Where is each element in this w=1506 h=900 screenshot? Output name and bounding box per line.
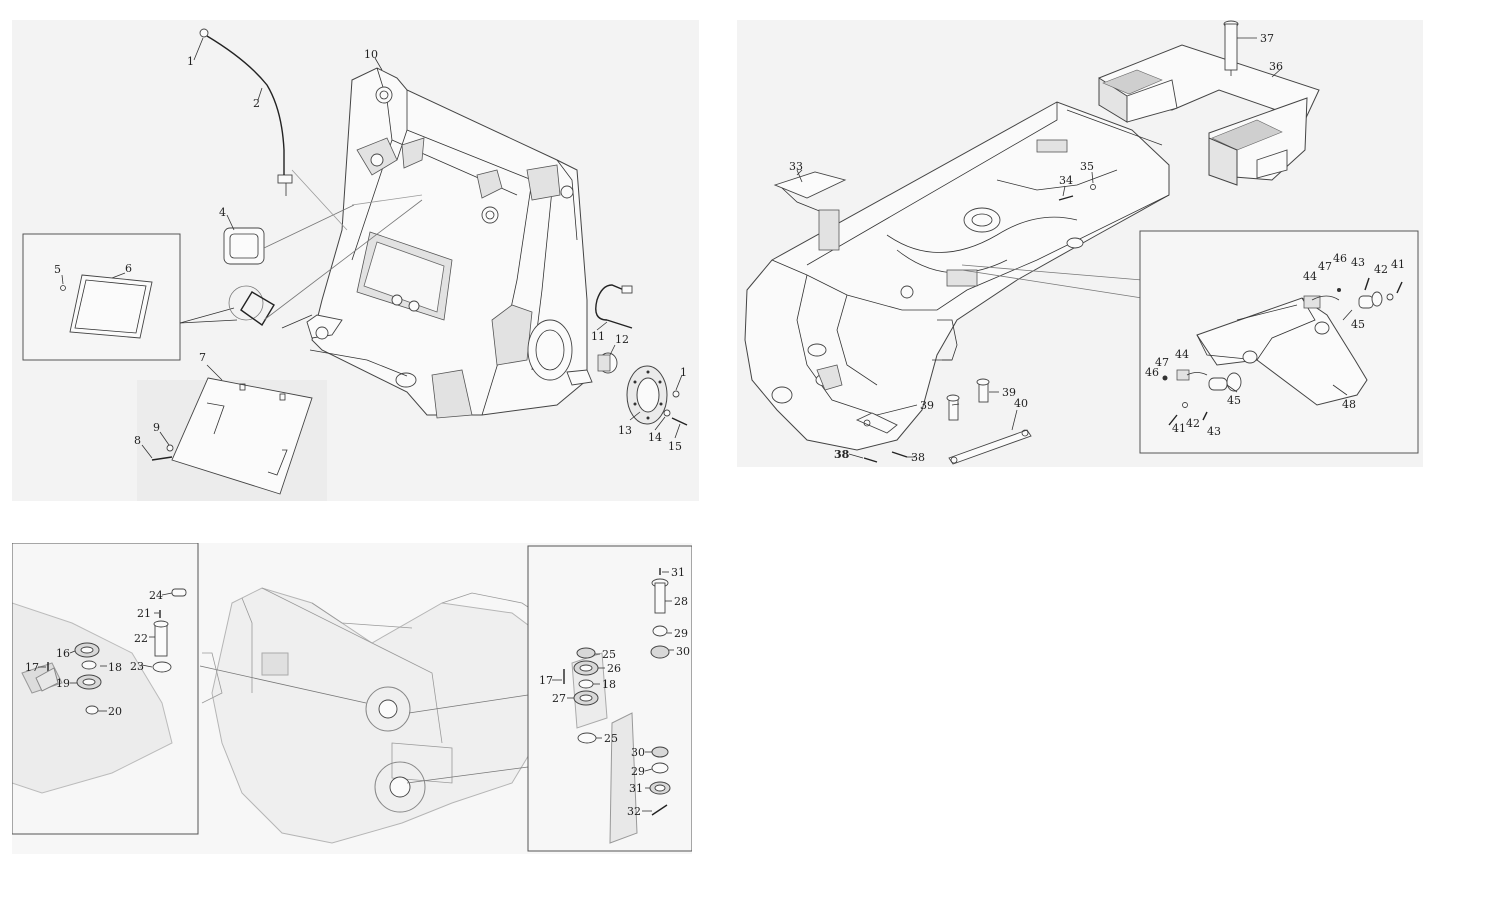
callout-labels: 37 36 33 35 34 46 47 43 42 41 44 45 47 4… bbox=[789, 32, 1405, 464]
callout-label: 44 bbox=[1175, 348, 1189, 361]
callout-label: 14 bbox=[648, 431, 662, 444]
callout-label: 24 bbox=[149, 589, 163, 602]
callout-label: 44 bbox=[1303, 270, 1317, 283]
callout-label: 35 bbox=[1080, 160, 1094, 173]
callout-label: 13 bbox=[618, 424, 632, 437]
front-frame-diagram: 1 2 10 4 5 6 7 9 8 11 12 1 13 14 15 bbox=[22, 28, 688, 501]
callout-leaders bbox=[38, 571, 674, 812]
callout-label: 28 bbox=[674, 595, 688, 608]
hydraulic-hose bbox=[595, 284, 633, 329]
callout-label: 29 bbox=[674, 627, 688, 640]
callout-label: 21 bbox=[137, 607, 151, 620]
bolt-washer-set bbox=[663, 390, 688, 426]
callout-label: 22 bbox=[134, 632, 148, 645]
callout-leaders bbox=[796, 37, 1353, 459]
counterweight bbox=[1098, 44, 1320, 186]
callout-label: 33 bbox=[789, 160, 803, 173]
callout-label: 19 bbox=[56, 677, 70, 690]
left-pin-stack bbox=[35, 588, 187, 715]
callout-label: 34 bbox=[1059, 174, 1073, 187]
callout-label: 17 bbox=[25, 661, 39, 674]
callout-label: 39 bbox=[1002, 386, 1016, 399]
callout-label: 15 bbox=[668, 440, 682, 453]
pins bbox=[946, 378, 990, 421]
callout-label: 42 bbox=[1186, 417, 1200, 430]
callout-label: 40 bbox=[1014, 397, 1028, 410]
callout-label: 11 bbox=[591, 330, 605, 343]
callout-labels: 1 2 10 4 5 6 7 9 8 11 12 1 13 14 15 bbox=[54, 48, 687, 453]
rear-frame-panel: 37 36 33 35 34 46 47 43 42 41 44 45 47 4… bbox=[737, 20, 1423, 467]
callout-label: 38 bbox=[834, 448, 850, 461]
bolt bbox=[1058, 184, 1096, 201]
callout-label: 7 bbox=[199, 351, 206, 364]
rear-frame-diagram: 37 36 33 35 34 46 47 43 42 41 44 45 47 4… bbox=[744, 20, 1419, 465]
rubber-grommet bbox=[223, 227, 265, 265]
mounting-bracket bbox=[773, 169, 847, 251]
callout-label: 48 bbox=[1342, 398, 1356, 411]
flange-ring bbox=[626, 365, 668, 425]
callout-label: 46 bbox=[1333, 252, 1347, 265]
callout-label: 20 bbox=[108, 705, 122, 718]
right-pin-stack bbox=[563, 568, 671, 844]
callout-label: 1 bbox=[187, 55, 194, 68]
callout-label: 36 bbox=[1269, 60, 1283, 73]
callout-label: 42 bbox=[1374, 263, 1388, 276]
callout-label: 41 bbox=[1172, 422, 1186, 435]
callout-label: 10 bbox=[364, 48, 378, 61]
front-frame-body bbox=[263, 67, 593, 419]
callout-label: 31 bbox=[629, 782, 643, 795]
callout-label: 23 bbox=[130, 660, 144, 673]
callout-label: 31 bbox=[671, 566, 685, 579]
callout-labels: 24 21 22 16 18 17 23 19 20 31 28 29 30 2… bbox=[25, 566, 690, 818]
callout-label: 37 bbox=[1260, 32, 1274, 45]
callout-label: 45 bbox=[1351, 318, 1365, 331]
callout-label: 9 bbox=[153, 421, 160, 434]
front-frame-panel: 1 2 10 4 5 6 7 9 8 11 12 1 13 14 15 bbox=[12, 20, 699, 501]
cover-plate bbox=[137, 377, 327, 501]
split-pins bbox=[855, 412, 908, 463]
cover-inset-box bbox=[22, 233, 275, 361]
callout-label: 16 bbox=[56, 647, 70, 660]
callout-label: 30 bbox=[676, 645, 690, 658]
callout-label: 47 bbox=[1155, 356, 1169, 369]
callout-label: 27 bbox=[552, 692, 566, 705]
hitch-inset-box bbox=[1139, 230, 1419, 454]
sensor-cable bbox=[199, 28, 293, 196]
callout-label: 25 bbox=[602, 648, 616, 661]
callout-label: 18 bbox=[602, 678, 616, 691]
callout-label: 6 bbox=[125, 262, 132, 275]
callout-label: 25 bbox=[604, 732, 618, 745]
callout-label: 2 bbox=[253, 97, 260, 110]
callout-label: 43 bbox=[1351, 256, 1365, 269]
rear-frame-body bbox=[744, 101, 1170, 451]
callout-leaders bbox=[61, 37, 683, 459]
callout-label: 26 bbox=[607, 662, 621, 675]
callout-label: 45 bbox=[1227, 394, 1241, 407]
callout-label: 41 bbox=[1391, 258, 1405, 271]
bushing bbox=[597, 352, 618, 374]
callout-label: 30 bbox=[631, 746, 645, 759]
callout-label: 43 bbox=[1207, 425, 1221, 438]
link-plate bbox=[948, 429, 1032, 465]
callout-label: 38 bbox=[911, 451, 925, 464]
callout-label: 1 bbox=[680, 366, 687, 379]
callout-label: 17 bbox=[539, 674, 553, 687]
callout-label: 47 bbox=[1318, 260, 1332, 273]
callout-label: 46 bbox=[1145, 366, 1159, 379]
hinge-detail-diagram: 24 21 22 16 18 17 23 19 20 31 28 29 30 2… bbox=[12, 543, 692, 854]
callout-label: 5 bbox=[54, 263, 61, 276]
callout-label: 12 bbox=[615, 333, 629, 346]
callout-label: 39 bbox=[920, 399, 934, 412]
callout-label: 29 bbox=[631, 765, 645, 778]
hinge-detail-panel: 24 21 22 16 18 17 23 19 20 31 28 29 30 2… bbox=[12, 543, 692, 854]
callout-label: 18 bbox=[108, 661, 122, 674]
callout-label: 8 bbox=[134, 434, 141, 447]
callout-label: 32 bbox=[627, 805, 641, 818]
pin bbox=[1223, 20, 1239, 76]
callout-label: 4 bbox=[219, 206, 226, 219]
